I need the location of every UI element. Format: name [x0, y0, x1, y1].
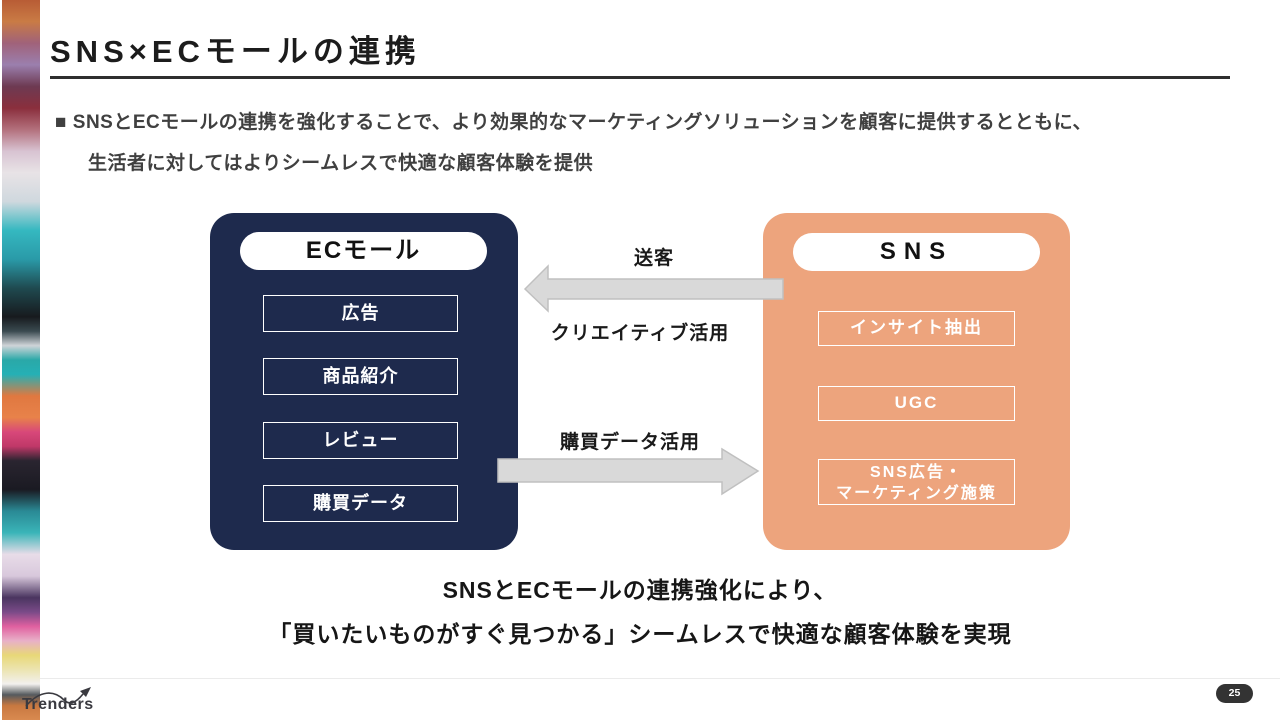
ec-item-purchase-data: 購買データ	[263, 485, 458, 522]
sns-item-ugc: UGC	[818, 386, 1015, 421]
footer-divider	[40, 678, 1280, 679]
bullet-square-icon: ■	[55, 112, 67, 133]
conclusion-line-1: SNSとECモールの連携強化により、	[442, 577, 838, 603]
logo-arrow-icon	[25, 687, 91, 707]
title-underline	[50, 76, 1230, 79]
label-purchase-data-use: 購買データ活用	[559, 432, 700, 453]
ec-item-reviews: レビュー	[263, 422, 458, 459]
label-soukyaku: 送客	[633, 248, 674, 269]
lead-line-2: 生活者に対してはよりシームレスで快適な顧客体験を提供	[88, 153, 594, 174]
sns-item-ads-marketing-line2: マーケティング施策	[836, 485, 997, 502]
sns-box: SNS インサイト抽出 UGC SNS広告・ マーケティング施策	[763, 213, 1070, 550]
page-number-badge: 25	[1216, 684, 1253, 703]
lead-line-1-text: SNSとECモールの連携を強化することで、より効果的なマーケティングソリューショ…	[72, 112, 1093, 133]
lead-paragraph: ■ SNSとECモールの連携を強化することで、より効果的なマーケティングソリュー…	[55, 102, 1235, 184]
ec-mall-header: ECモール	[240, 232, 487, 270]
ec-item-ads: 広告	[263, 295, 458, 332]
trenders-logo: Trenders	[20, 682, 112, 714]
conclusion-statement: SNSとECモールの連携強化により、 「買いたいものがすぐ見つかる」シームレスで…	[0, 568, 1280, 656]
decorative-art-strip	[2, 0, 40, 720]
sns-item-ads-marketing: SNS広告・ マーケティング施策	[818, 459, 1015, 505]
sns-item-ads-marketing-line1: SNS広告・	[870, 464, 963, 481]
arrow-sns-to-ec-icon	[523, 264, 784, 313]
label-creative-use: クリエイティブ活用	[550, 323, 730, 344]
sns-header: SNS	[793, 233, 1040, 271]
ec-mall-box: ECモール 広告 商品紹介 レビュー 購買データ	[210, 213, 518, 550]
sns-item-insight: インサイト抽出	[818, 311, 1015, 346]
trenders-logo-text: Trenders	[22, 696, 94, 713]
arrow-ec-to-sns-icon	[497, 447, 760, 496]
ec-item-product-intro: 商品紹介	[263, 358, 458, 395]
conclusion-line-2: 「買いたいものがすぐ見つかる」シームレスで快適な顧客体験を実現	[268, 621, 1012, 647]
lead-line-1: ■ SNSとECモールの連携を強化することで、より効果的なマーケティングソリュー…	[55, 102, 1235, 143]
page-title: SNS×ECモールの連携	[50, 34, 421, 69]
